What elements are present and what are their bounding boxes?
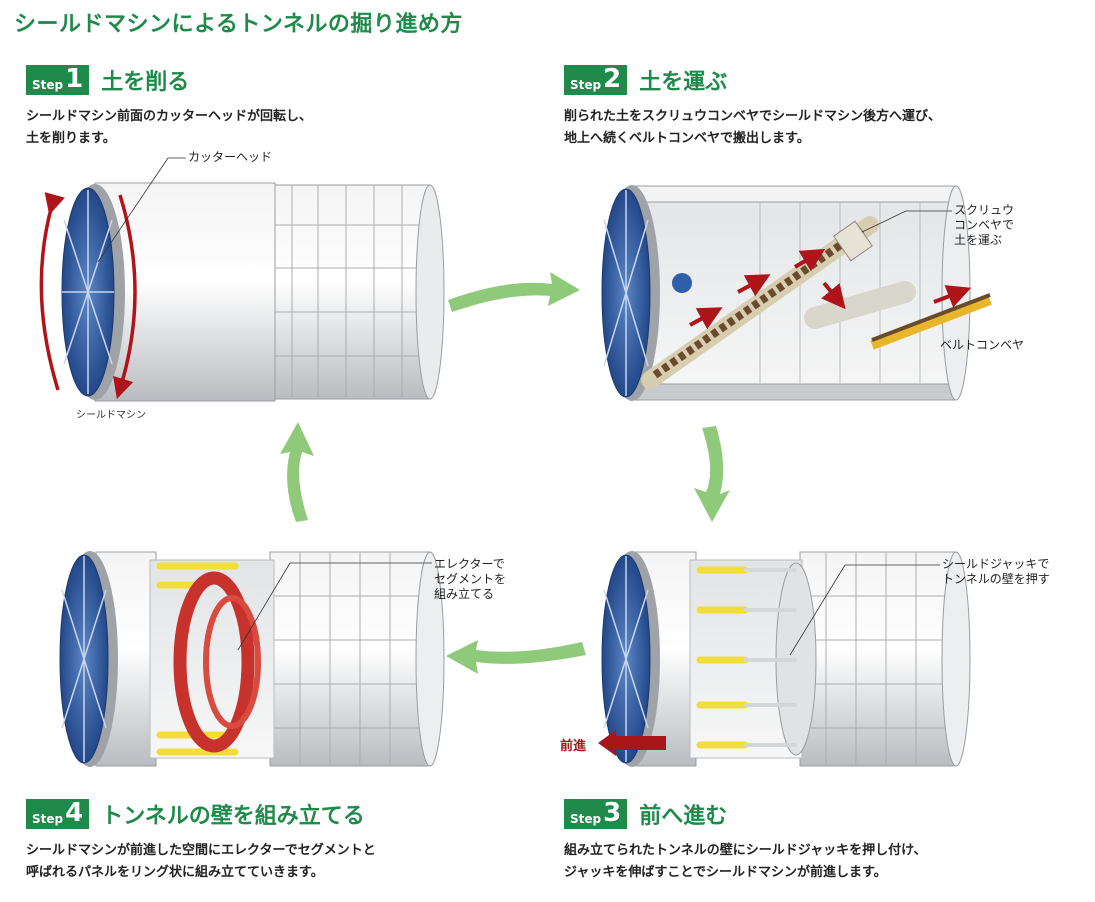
step2-name: 土を運ぶ [639,70,728,95]
screw-conveyor-line2: コンベヤで [954,218,1015,232]
cycle-arrows [280,272,730,674]
step2-header: Step 2 土を運ぶ [564,64,727,96]
step4-line1: シールドマシンが前進した空間にエレクターでセグメントと [26,843,376,858]
arrow-step2-to-step3 [694,426,730,522]
step1-name: 土を削る [101,70,190,95]
step4-header: Step 4 トンネルの壁を組み立てる [26,798,365,830]
erector-label: エレクターで セグメントを 組み立てる [434,557,506,602]
step1-word: Step [32,78,64,92]
screw-conveyor-line3: 土を運ぶ [954,233,1003,247]
shield-machine-label: シールドマシン [76,410,146,421]
screw-conveyor-label: スクリュウ コンベヤで 土を運ぶ [954,203,1014,248]
step2-word: Step [570,78,602,92]
step2-description: 削られた土をスクリュウコンベヤでシールドマシン後方へ運び、 地上へ続くベルトコン… [564,106,941,150]
step4-machine [59,551,445,767]
step4-line2: 呼ばれるパネルをリング状に組み立てていきます。 [26,865,324,880]
step1-line1: シールドマシン前面のカッターヘッドが回転し、 [26,109,313,124]
step2-line1: 削られた土をスクリュウコンベヤでシールドマシン後方へ運び、 [564,109,942,124]
step2-number: 2 [603,64,622,94]
jack-line1: シールドジャッキで [942,557,1050,571]
step2-machine [601,185,992,401]
step3-number: 3 [603,798,622,828]
arrow-step3-to-step4 [446,640,586,674]
cutter-head-label: カッターヘッド [188,150,273,164]
page-title: シールドマシンによるトンネルの掘り進め方 [14,12,463,37]
step3-machine [598,551,971,767]
screw-conveyor-line1: スクリュウ [954,203,1015,217]
step4-word: Step [32,812,64,826]
arrow-step1-to-step2 [448,272,580,312]
step1-description: シールドマシン前面のカッターヘッドが回転し、 土を削ります。 [26,106,312,150]
step3-line1: 組み立てられたトンネルの壁にシールドジャッキを押し付け、 [564,843,927,858]
step3-word: Step [570,812,602,826]
belt-conveyor-label: ベルトコンベヤ [940,338,1025,352]
step4-description: シールドマシンが前進した空間にエレクターでセグメントと 呼ばれるパネルをリング状… [26,840,376,884]
step3-description: 組み立てられたトンネルの壁にシールドジャッキを押し付け、 ジャッキを伸ばすことで… [564,840,926,884]
step2-line2: 地上へ続くベルトコンベヤで搬出します。 [564,131,810,146]
step1-machine [39,157,445,402]
step3-header: Step 3 前へ進む [564,798,727,830]
jack-label: シールドジャッキで トンネルの壁を押す [942,557,1050,587]
step1-line2: 土を削ります。 [26,131,116,146]
step4-number: 4 [65,798,84,828]
step4-name: トンネルの壁を組み立てる [101,804,365,829]
step3-name: 前へ進む [639,804,728,829]
step2-badge: Step 2 [564,64,628,95]
step1-number: 1 [65,64,84,94]
step1-badge: Step 1 [26,64,90,95]
erector-line3: 組み立てる [434,587,495,601]
jack-line2: トンネルの壁を押す [942,572,1050,586]
step3-badge: Step 3 [564,798,628,829]
step1-header: Step 1 土を削る [26,64,189,96]
forward-label: 前進 [560,739,587,754]
erector-line1: エレクターで [434,557,505,571]
step3-line2: ジャッキを伸ばすことでシールドマシンが前進します。 [564,865,887,880]
step4-badge: Step 4 [26,798,90,829]
erector-line2: セグメントを [434,572,507,586]
arrow-step4-to-step1 [280,422,314,522]
